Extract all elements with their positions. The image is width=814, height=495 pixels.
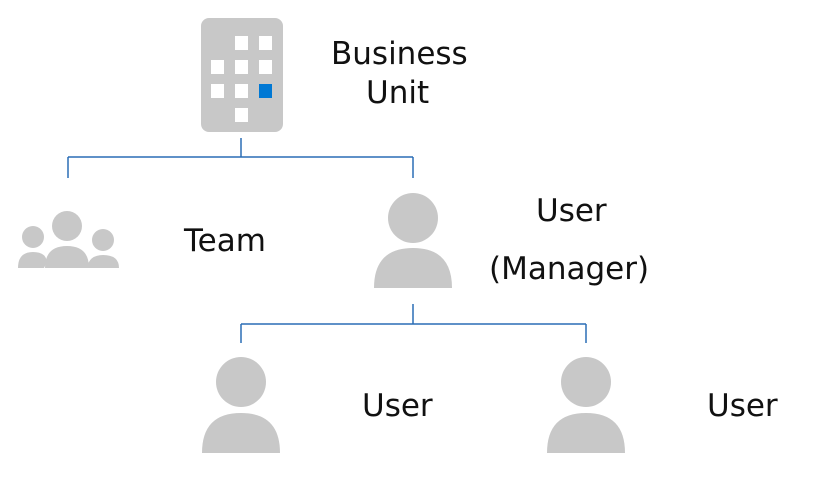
business-unit-label-line1: Business xyxy=(331,36,468,72)
user-right-label: User xyxy=(707,388,778,424)
user-icon-left xyxy=(202,357,280,453)
business-unit-label-line2: Unit xyxy=(366,74,430,111)
user-left-label: User xyxy=(362,388,433,424)
manager-label-line2: (Manager) xyxy=(489,250,650,287)
manager-label: User (Manager) xyxy=(489,192,649,289)
user-icon-right xyxy=(547,357,625,453)
building-icon xyxy=(201,18,283,132)
manager-label-line1: User xyxy=(536,193,607,229)
business-unit-label: Business Unit xyxy=(331,35,468,113)
user-icon-manager xyxy=(374,193,452,288)
team-label: Team xyxy=(184,223,266,259)
connector-lines xyxy=(67,138,587,343)
team-icon xyxy=(18,211,119,268)
